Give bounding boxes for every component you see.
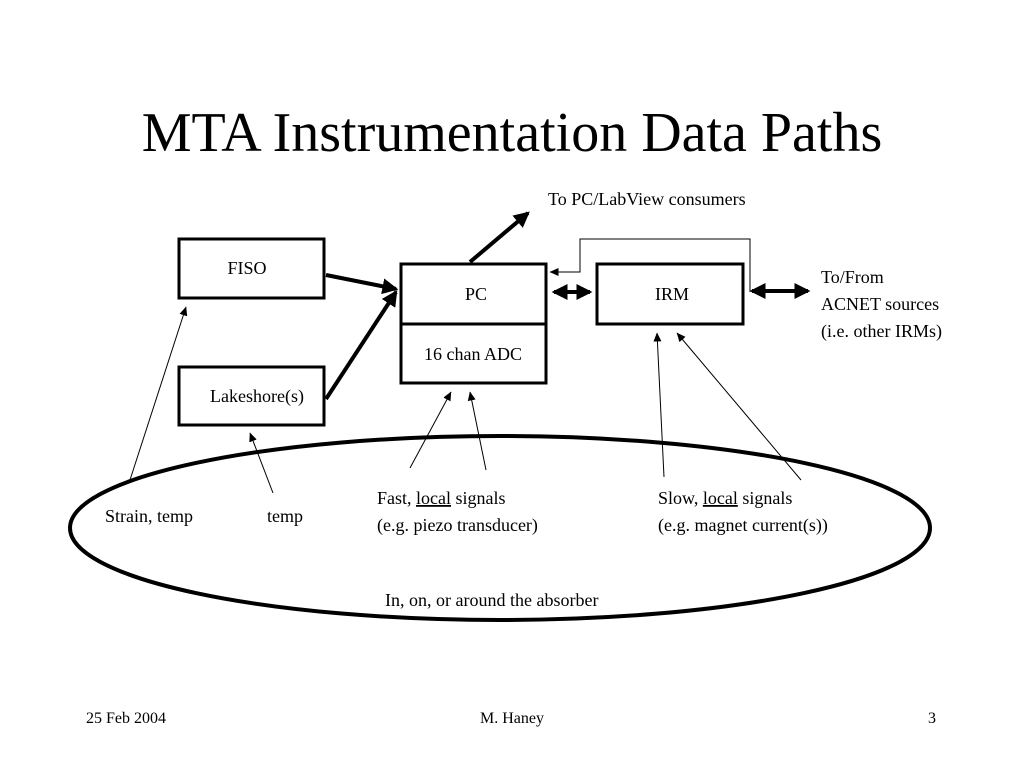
temp-label: temp <box>267 506 303 526</box>
strain-temp-label: Strain, temp <box>105 506 193 526</box>
acnet-label-line3: (i.e. other IRMs) <box>821 321 942 342</box>
slow-signals-local: local <box>703 488 738 508</box>
strain-temp-to-fiso-arrow <box>128 306 188 484</box>
slow-signals-label: Slow, local signals <box>658 488 792 508</box>
fast-signals-local: local <box>416 488 451 508</box>
fast-signals-suffix: signals <box>451 488 506 508</box>
pc-to-labview-arrow <box>468 211 530 264</box>
footer-date: 25 Feb 2004 <box>86 710 166 727</box>
slow-signal-to-irm-arrow-2 <box>676 332 802 481</box>
to-labview-label: To PC/LabView consumers <box>548 189 746 209</box>
absorber-ellipse <box>68 434 932 622</box>
absorber-label: In, on, or around the absorber <box>385 590 598 610</box>
lakeshore-label: Lakeshore(s) <box>210 386 304 407</box>
pc-label: PC <box>465 284 487 304</box>
irm-label: IRM <box>655 284 689 304</box>
slow-signals-suffix: signals <box>738 488 793 508</box>
fast-signals-label: Fast, local signals <box>377 488 506 508</box>
fiso-label: FISO <box>227 258 266 278</box>
lakeshore-to-pc-arrow <box>324 289 398 401</box>
adc-box <box>399 322 548 385</box>
footer-author: M. Haney <box>480 710 544 727</box>
fast-signals-example: (e.g. piezo transducer) <box>377 515 538 536</box>
irm-to-pc-feedback-path <box>549 238 751 292</box>
adc-label: 16 chan ADC <box>424 344 522 364</box>
fiso-to-pc-arrow <box>325 273 399 295</box>
footer-page-number: 3 <box>928 710 936 727</box>
slow-signals-example: (e.g. magnet current(s)) <box>658 515 828 536</box>
acnet-label-line1: To/From <box>821 267 884 287</box>
fast-signal-to-adc-arrow-1 <box>409 391 452 469</box>
slow-signal-to-irm-arrow-1 <box>653 332 665 478</box>
fiso-box <box>177 237 326 300</box>
acnet-label-line2: ACNET sources <box>821 294 939 314</box>
temp-to-lakeshore-arrow <box>249 432 274 494</box>
slow-signals-prefix: Slow, <box>658 488 703 508</box>
lakeshore-box <box>177 365 326 427</box>
pc-box <box>399 262 548 326</box>
fast-signal-to-adc-arrow-2 <box>467 391 487 471</box>
irm-box <box>595 262 745 326</box>
fast-signals-prefix: Fast, <box>377 488 416 508</box>
slide-title: MTA Instrumentation Data Paths <box>141 102 883 164</box>
